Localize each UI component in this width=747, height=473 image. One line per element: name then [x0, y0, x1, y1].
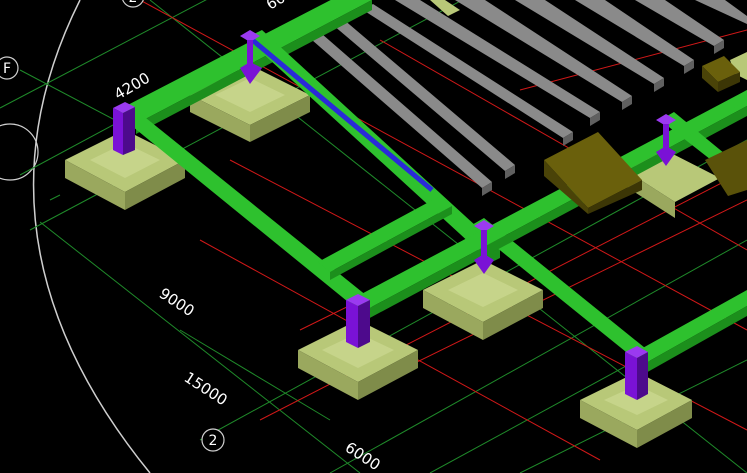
- joist: [455, 0, 632, 110]
- equipment-box[interactable]: [702, 56, 740, 92]
- column[interactable]: [656, 114, 676, 166]
- column[interactable]: [474, 220, 494, 274]
- footing[interactable]: [580, 372, 692, 448]
- joist: [430, 0, 460, 16]
- beam: [630, 290, 747, 374]
- joist: [515, 0, 664, 92]
- beam: [318, 196, 452, 280]
- equipment-box[interactable]: [544, 132, 642, 214]
- equipment-box[interactable]: [705, 140, 747, 196]
- dimension-label-15000: 15000: [181, 368, 231, 409]
- grid-axis-bubble-top[interactable]: 2: [122, 0, 144, 8]
- dimension-label-6000: 6000: [342, 438, 384, 473]
- column[interactable]: [240, 30, 262, 84]
- joist: [333, 19, 515, 179]
- beam: [350, 90, 747, 320]
- grid-axis-label-top: 2: [129, 0, 138, 6]
- column[interactable]: [113, 102, 135, 155]
- blue-brace[interactable]: [248, 36, 434, 192]
- joist: [635, 0, 724, 54]
- footing[interactable]: [423, 260, 543, 340]
- grid-axis-bubble-2[interactable]: 2: [201, 428, 225, 452]
- joist: [312, 34, 492, 196]
- joist: [695, 0, 747, 24]
- footing[interactable]: [730, 52, 747, 80]
- dimension-label-9000: 9000: [156, 284, 198, 320]
- beam: [122, 110, 372, 322]
- dimension-label-top: 60: [263, 0, 289, 13]
- column[interactable]: [346, 294, 370, 348]
- beams[interactable]: [118, 0, 747, 374]
- view-boundary-arc: [32, 0, 151, 473]
- joists[interactable]: [312, 0, 747, 196]
- joist: [575, 0, 694, 74]
- small-circle: [0, 123, 39, 181]
- footing[interactable]: [298, 320, 418, 400]
- beam: [660, 90, 747, 146]
- joist: [395, 0, 600, 126]
- grid-axis-bubble-f[interactable]: F: [0, 56, 19, 80]
- footing[interactable]: [65, 130, 185, 210]
- joist: [363, 4, 573, 146]
- grid-axis-label-2: 2: [209, 433, 218, 449]
- grid-axis-label-f: F: [3, 61, 11, 77]
- column[interactable]: [625, 346, 648, 400]
